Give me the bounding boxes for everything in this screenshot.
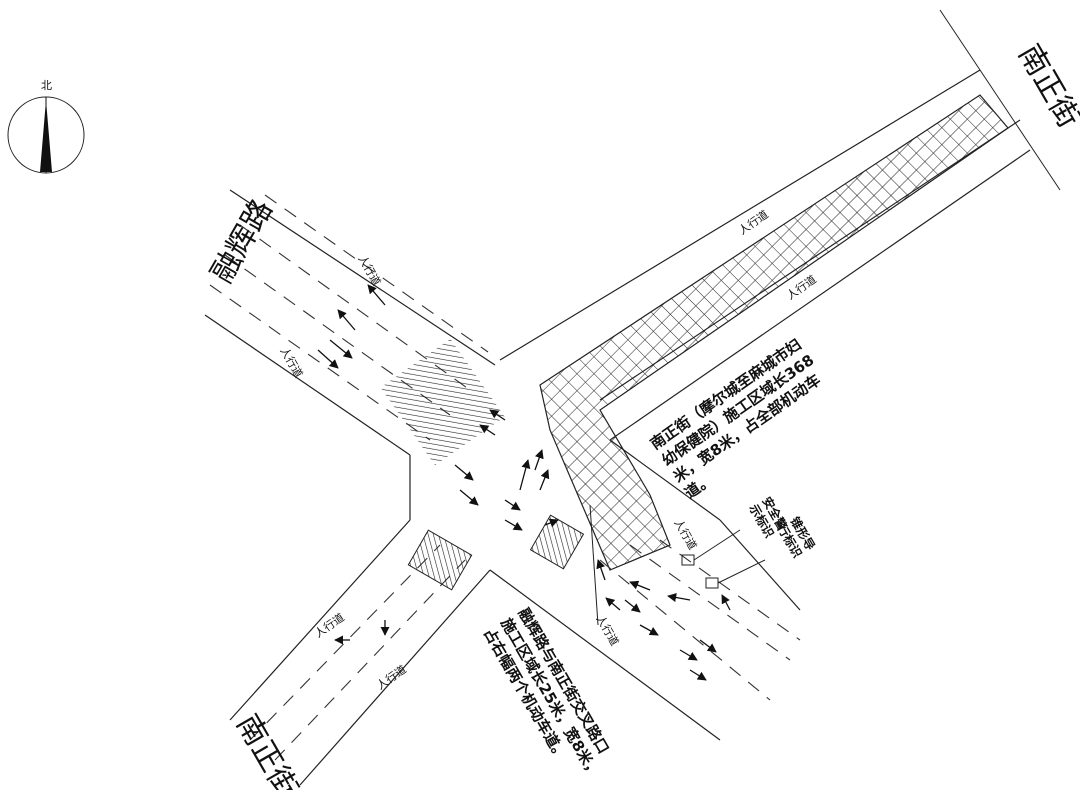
cone-sign-marker bbox=[705, 577, 719, 589]
direction-arrow-icon bbox=[504, 499, 521, 511]
direction-arrow-icon bbox=[544, 518, 559, 528]
sidewalk-label: 人行道 bbox=[671, 517, 700, 553]
direction-arrow-icon bbox=[504, 519, 523, 531]
work-zone-note: 南正街（摩尔城至麻城市妇 幼保健院）施工区域长368 米，宽8米，占全部机动车 … bbox=[647, 335, 824, 502]
traffic-arrows bbox=[317, 284, 731, 681]
work-zone-hatched bbox=[539, 94, 1009, 571]
direction-arrow-icon bbox=[489, 409, 506, 421]
direction-arrow-icon bbox=[337, 309, 356, 331]
direction-arrow-icon bbox=[679, 649, 698, 661]
nanzheng-ne-arm bbox=[499, 9, 1061, 571]
direction-arrow-icon bbox=[539, 469, 550, 491]
direction-arrow-icon bbox=[534, 449, 544, 471]
direction-arrow-icon bbox=[454, 464, 474, 481]
crosswalk bbox=[529, 514, 585, 570]
sidewalk-label: 人行道 bbox=[277, 345, 306, 381]
direction-arrow-icon bbox=[689, 669, 707, 681]
direction-arrow-icon bbox=[479, 424, 496, 436]
direction-arrow-icon bbox=[629, 580, 651, 591]
street-label-nanzheng-sw: 南正街 bbox=[229, 709, 304, 790]
sidewalk-label: 人行道 bbox=[312, 610, 347, 640]
sidewalk-label: 人行道 bbox=[355, 253, 384, 289]
street-label-ronghui: 融辉路 bbox=[205, 194, 280, 289]
compass-north-label: 北 bbox=[41, 79, 52, 92]
direction-arrow-icon bbox=[721, 594, 731, 611]
street-label-nanzheng-ne: 南正街 bbox=[1011, 39, 1080, 134]
nanzheng-sw-arm bbox=[229, 455, 491, 786]
north-compass-icon: 北 bbox=[7, 79, 85, 174]
direction-arrow-icon bbox=[367, 284, 386, 306]
ronghui-road-arm bbox=[204, 189, 505, 466]
direction-arrow-icon bbox=[317, 349, 339, 369]
direction-arrow-icon bbox=[605, 597, 621, 611]
intersection-note: 融辉路与南正街交叉路口 施工区域长25米，宽8米， 占右幅两个机动车道。 bbox=[480, 605, 613, 781]
sidewalk-label: 人行道 bbox=[593, 613, 622, 649]
sidewalk-label: 人行道 bbox=[374, 662, 409, 692]
southeast-arm bbox=[489, 439, 801, 741]
direction-arrow-icon bbox=[596, 559, 606, 581]
crosswalk bbox=[380, 338, 505, 466]
direction-arrow-icon bbox=[459, 489, 479, 506]
direction-arrow-icon bbox=[519, 459, 531, 491]
direction-arrow-icon bbox=[639, 624, 659, 636]
sidewalk-label: 人行道 bbox=[736, 207, 771, 237]
direction-arrow-icon bbox=[699, 639, 717, 653]
direction-arrow-icon bbox=[624, 599, 641, 613]
direction-arrow-icon bbox=[667, 592, 691, 602]
note-line: 幼保健院）施工区域长368 bbox=[658, 351, 817, 470]
crosswalk bbox=[407, 529, 473, 591]
direction-arrow-icon bbox=[329, 339, 353, 359]
